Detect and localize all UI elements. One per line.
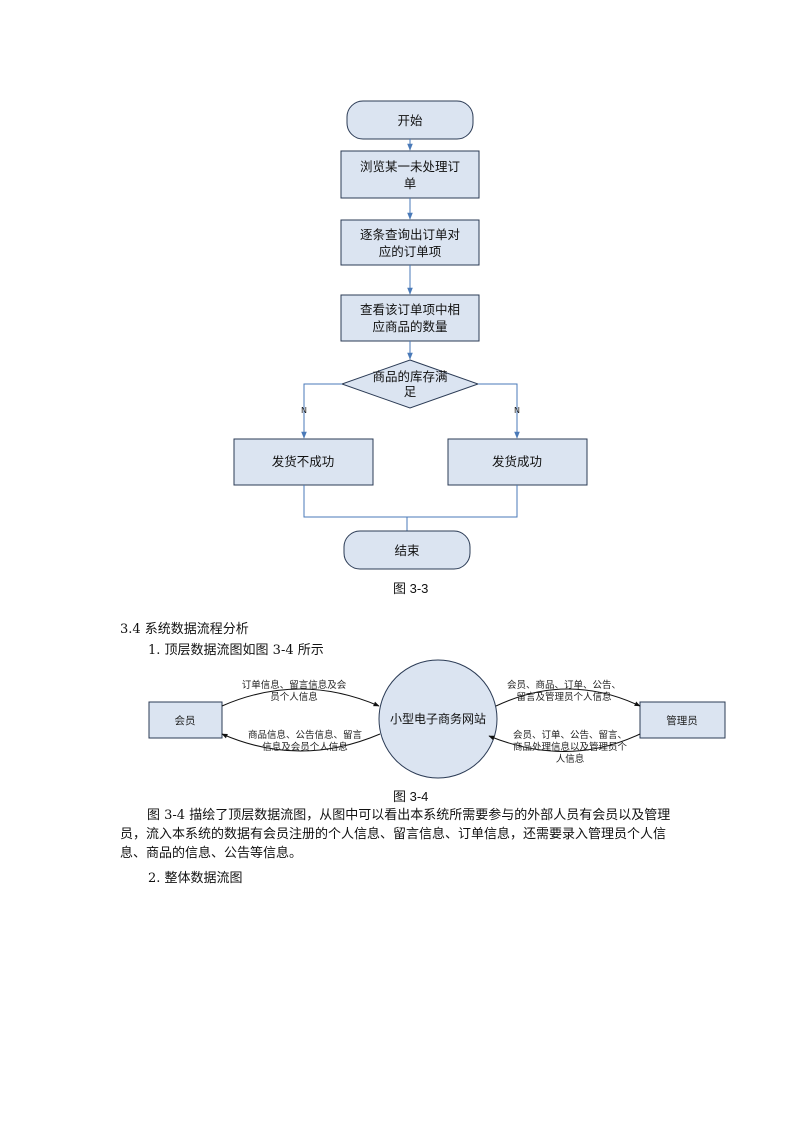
process-check-quantity-line2: 应商品的数量 <box>372 319 447 334</box>
flow-site-to-member-line2: 信息及会员个人信息 <box>262 741 348 753</box>
end-node-label: 结束 <box>394 543 420 558</box>
entity-admin-label: 管理员 <box>666 714 698 727</box>
branch-left-connector <box>301 383 342 439</box>
list-item-2: 2. 整体数据流图 <box>148 871 243 886</box>
end-node <box>343 530 471 570</box>
flow-admin-to-site <box>488 733 641 752</box>
description-paragraph: 图 3-4 描绘了顶层数据流图，从图中可以看出本系统所需要参与的外部人员有会员以… <box>120 808 671 861</box>
result-success-label: 发货成功 <box>492 454 542 469</box>
flowchart-figure-3-3: 开始 浏览某一未处理订 单 逐条查询出订单对 应的订单项 查看该订单项中相 应商… <box>233 100 588 570</box>
process-query-items-line1: 逐条查询出订单对 <box>360 227 460 242</box>
flow-admin-to-site-line3: 人信息 <box>556 753 585 765</box>
flow-member-to-site-line2: 员个人信息 <box>270 691 318 703</box>
process-ecommerce-site-label: 小型电子商务网站 <box>390 711 486 726</box>
result-success <box>447 438 588 486</box>
start-node-label: 开始 <box>397 113 423 128</box>
figure-3-3-caption: 图 3-3 <box>393 581 429 596</box>
decision-stock-sufficient <box>340 359 480 409</box>
flow-site-to-member <box>221 733 381 752</box>
branch-right-connector <box>478 383 520 439</box>
process-browse-order-line2: 单 <box>404 176 417 191</box>
entity-member-label: 会员 <box>175 714 196 727</box>
flow-site-to-member-line1: 商品信息、公告信息、留言 <box>248 729 363 741</box>
section-heading: 3.4 系统数据流程分析 <box>120 622 249 637</box>
decision-line1: 商品的库存满 <box>372 369 447 384</box>
process-check-quantity <box>340 294 480 342</box>
flow-member-to-site <box>221 688 380 707</box>
result-fail <box>233 438 374 486</box>
result-fail-label: 发货不成功 <box>272 454 335 469</box>
entity-member <box>148 701 223 739</box>
flow-site-to-admin-line1: 会员、商品、订单、公告、 <box>507 679 621 691</box>
flow-site-to-admin-line2: 留言及管理员个人信息 <box>516 691 611 703</box>
branch-right-label: N <box>514 406 520 415</box>
flow-member-to-site-line1: 订单信息、留言信息及会 <box>242 679 347 691</box>
process-query-items-line2: 应的订单项 <box>379 244 442 259</box>
process-ecommerce-site <box>378 659 498 779</box>
figure-3-4-caption: 图 3-4 <box>393 789 429 804</box>
entity-admin <box>639 701 726 739</box>
flow-site-to-admin <box>495 688 641 707</box>
dataflow-figure-3-4: 会员 小型电子商务网站 管理员 订单信息、留言信息及会 员个人信息 商品信息、公… <box>148 659 726 779</box>
decision-line2: 足 <box>404 384 417 399</box>
flow-admin-to-site-line2: 商品处理信息以及管理员个 <box>513 741 628 753</box>
process-browse-order <box>340 150 480 199</box>
flow-admin-to-site-line1: 会员、订单、公告、留言、 <box>513 729 627 741</box>
process-browse-order-line1: 浏览某一未处理订 <box>360 159 460 174</box>
merge-connector <box>303 485 518 518</box>
list-item-1: 1. 顶层数据流图如图 3-4 所示 <box>148 643 324 658</box>
process-check-quantity-line1: 查看该订单项中相 <box>360 302 460 317</box>
branch-left-label: N <box>301 406 307 415</box>
